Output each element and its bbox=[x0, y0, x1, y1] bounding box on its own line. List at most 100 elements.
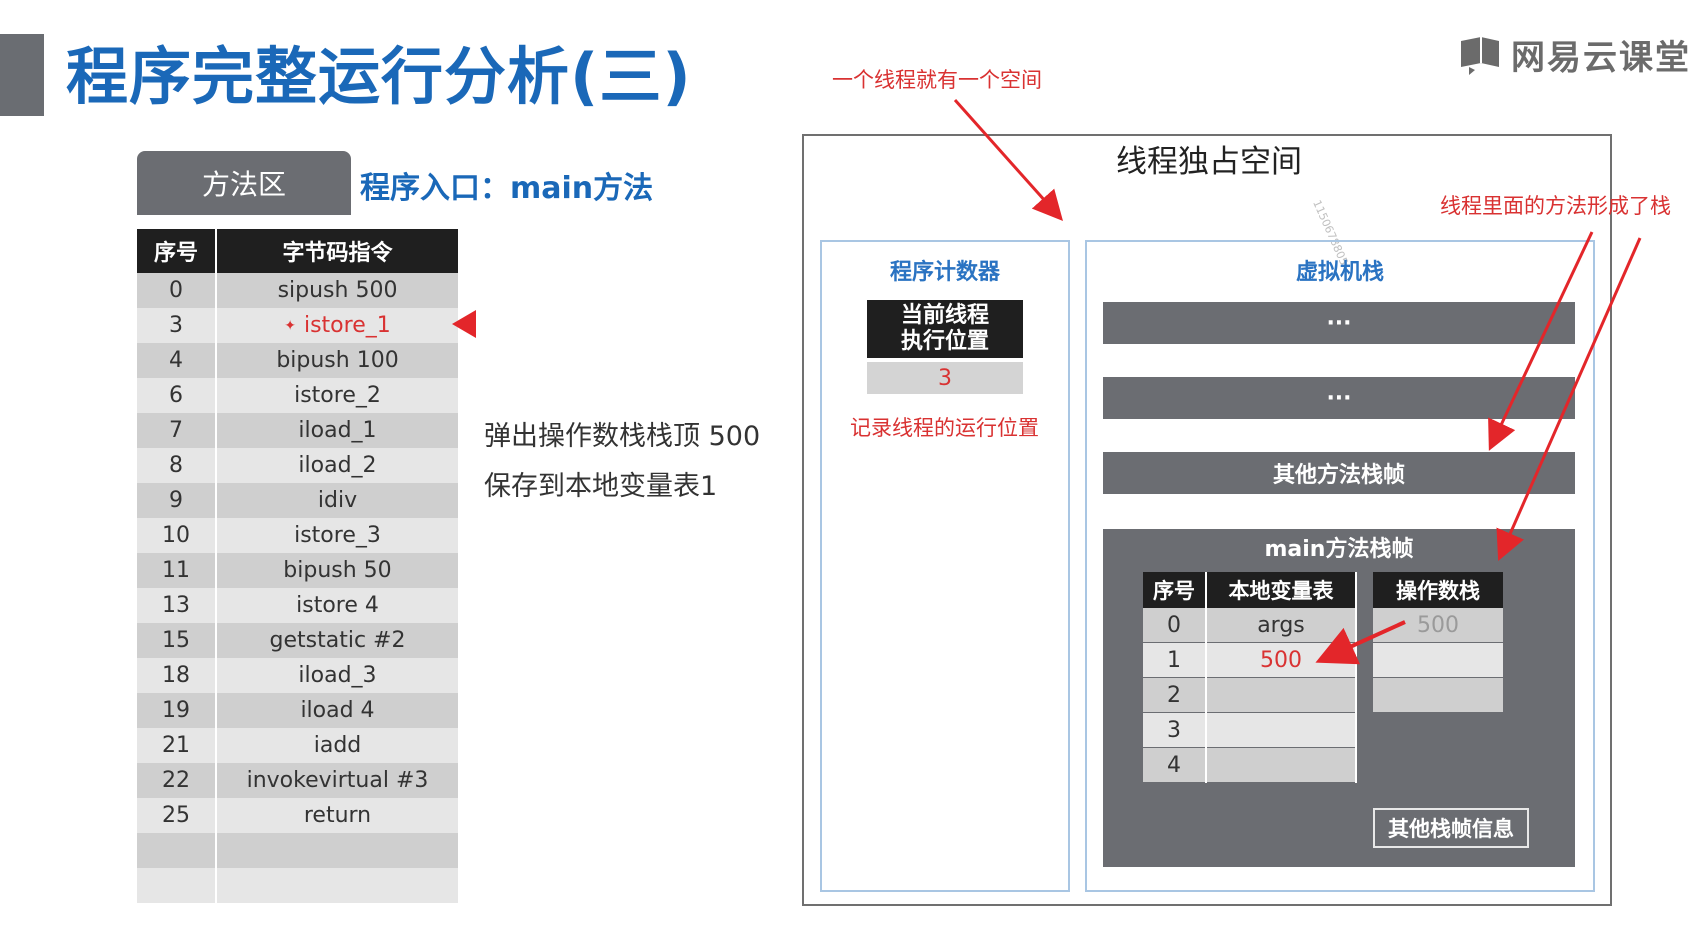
local-variable-row: 3 bbox=[1143, 712, 1357, 748]
bytecode-instruction bbox=[216, 833, 460, 868]
bytecode-instruction: iload_1 bbox=[216, 413, 460, 448]
local-variable-value: 500 bbox=[1206, 642, 1357, 678]
current-instruction-pointer-icon bbox=[452, 310, 476, 338]
note-record-position: 记录线程的运行位置 bbox=[850, 416, 1039, 440]
bytecode-index: 22 bbox=[137, 763, 217, 798]
bytecode-instruction: idiv bbox=[216, 483, 460, 518]
operand-stack-table: 操作数栈 500 bbox=[1373, 572, 1503, 713]
bytecode-instruction: bipush 50 bbox=[216, 553, 460, 588]
bytecode-index: 18 bbox=[137, 658, 217, 693]
bytecode-index: 10 bbox=[137, 518, 217, 553]
brand-logo: 网易云课堂 bbox=[1459, 30, 1691, 79]
bytecode-instruction: iload 4 bbox=[216, 693, 460, 728]
bytecode-index bbox=[137, 833, 217, 868]
bytecode-index: 0 bbox=[137, 273, 217, 308]
program-counter-title: 程序计数器 bbox=[889, 260, 1000, 285]
bytecode-instruction: ✦ istore_1 bbox=[216, 308, 460, 343]
current-marker-icon: ✦ bbox=[284, 318, 296, 334]
note-methods-form-stack: 线程里面的方法形成了栈 bbox=[1440, 194, 1671, 218]
local-variable-index: 0 bbox=[1143, 608, 1207, 643]
bytecode-instruction bbox=[216, 868, 460, 903]
locals-header-value: 本地变量表 bbox=[1206, 572, 1357, 608]
locals-header-row: 序号 本地变量表 bbox=[1143, 572, 1357, 608]
local-variable-index: 1 bbox=[1143, 642, 1207, 678]
page-title: 程序完整运行分析(三) bbox=[66, 40, 692, 113]
stack-frame-ellipsis-1: ··· bbox=[1103, 302, 1575, 344]
bytecode-instruction: istore_2 bbox=[216, 378, 460, 413]
vm-stack-box bbox=[1085, 240, 1595, 892]
column-header-instruction: 字节码指令 bbox=[216, 229, 460, 273]
locals-header-index: 序号 bbox=[1143, 572, 1207, 608]
other-frame-info-box: 其他栈帧信息 bbox=[1373, 808, 1529, 848]
bytecode-instruction: iadd bbox=[216, 728, 460, 763]
main-frame-title: main方法栈帧 bbox=[1264, 537, 1414, 562]
bytecode-instruction: iload_3 bbox=[216, 658, 460, 693]
operand-stack-row: 500 bbox=[1373, 608, 1503, 643]
note-thread-space: 一个线程就有一个空间 bbox=[832, 68, 1042, 92]
local-variable-index: 3 bbox=[1143, 712, 1207, 748]
local-variable-value bbox=[1206, 677, 1357, 713]
operand-stack-value bbox=[1373, 642, 1503, 678]
operand-stack-row bbox=[1373, 642, 1503, 678]
operand-header-row: 操作数栈 bbox=[1373, 572, 1503, 608]
explanation-line-2: 保存到本地变量表1 bbox=[484, 471, 718, 502]
bytecode-instruction: iload_2 bbox=[216, 448, 460, 483]
explanation-line-1: 弹出操作数栈栈顶 500 bbox=[484, 421, 761, 452]
book-icon bbox=[1461, 36, 1499, 75]
bytecode-index: 3 bbox=[137, 308, 217, 343]
bytecode-index bbox=[137, 868, 217, 903]
bytecode-index: 21 bbox=[137, 728, 217, 763]
bytecode-instruction-text: istore_1 bbox=[303, 313, 391, 338]
program-counter-box bbox=[820, 240, 1070, 892]
thread-space-title: 线程独占空间 bbox=[1116, 144, 1302, 180]
operand-header: 操作数栈 bbox=[1373, 572, 1503, 608]
bytecode-row bbox=[137, 833, 460, 868]
bytecode-index: 19 bbox=[137, 693, 217, 728]
pc-value: 3 bbox=[867, 362, 1023, 394]
bytecode-row: 3 ✦ istore_1 bbox=[137, 308, 460, 343]
local-variable-value bbox=[1206, 712, 1357, 748]
column-header-index: 序号 bbox=[137, 229, 217, 273]
operand-stack-value: 500 bbox=[1373, 608, 1503, 643]
bytecode-instruction: invokevirtual #3 bbox=[216, 763, 460, 798]
vm-stack-title: 虚拟机栈 bbox=[1295, 260, 1384, 285]
stack-frame-ellipsis-2: ··· bbox=[1103, 377, 1575, 419]
bytecode-index: 13 bbox=[137, 588, 217, 623]
bytecode-index: 6 bbox=[137, 378, 217, 413]
bytecode-index: 7 bbox=[137, 413, 217, 448]
local-variable-index: 4 bbox=[1143, 747, 1207, 783]
bytecode-header-row: 序号 字节码指令 bbox=[137, 229, 460, 273]
bytecode-row bbox=[137, 868, 460, 903]
bytecode-index: 11 bbox=[137, 553, 217, 588]
local-variable-row: 2 bbox=[1143, 677, 1357, 713]
bytecode-index: 25 bbox=[137, 798, 217, 833]
local-variable-value bbox=[1206, 747, 1357, 783]
local-variable-index: 2 bbox=[1143, 677, 1207, 713]
bytecode-instruction: sipush 500 bbox=[216, 273, 460, 308]
bytecode-index: 15 bbox=[137, 623, 217, 658]
pc-label: 当前线程 执行位置 bbox=[900, 303, 989, 354]
bytecode-instruction: istore_3 bbox=[216, 518, 460, 553]
brand-name: 网易云课堂 bbox=[1511, 38, 1691, 78]
title-accent-bar bbox=[0, 34, 44, 116]
bytecode-instruction: getstatic #2 bbox=[216, 623, 460, 658]
bytecode-index: 4 bbox=[137, 343, 217, 378]
bytecode-instruction: return bbox=[216, 798, 460, 833]
